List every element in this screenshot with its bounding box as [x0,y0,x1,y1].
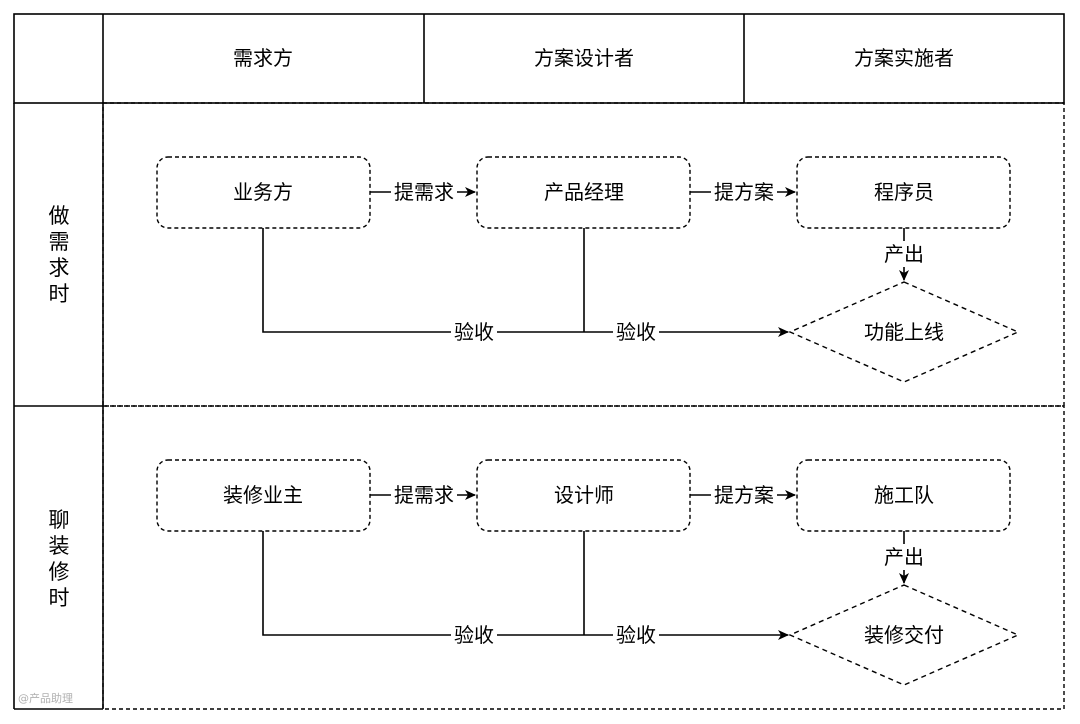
outcome-label: 装修交付 [864,623,944,647]
edge-accept-left [262,531,584,636]
node-label: 产品经理 [544,180,624,204]
node-programmer [796,156,1011,229]
node-label: 业务方 [233,180,293,204]
edge-label-bg [881,544,927,570]
column-header-implementer: 方案实施者 [854,46,954,70]
edge-label-request: 提需求 [394,180,454,204]
lane2-header-char: 装 [49,534,70,558]
edge-label-propose: 提方案 [714,180,774,204]
outcome-diamond [788,281,1020,383]
edge-label-propose: 提方案 [714,483,774,507]
edge-label-accept-right: 验收 [616,320,656,344]
node-label: 设计师 [554,483,614,507]
lane1-header-char: 做 [49,204,70,228]
edge-label-bg [881,241,927,267]
edge-label-produce: 产出 [884,242,924,266]
outcome-label: 功能上线 [864,320,944,344]
edge-label-request: 提需求 [394,483,454,507]
lane2-header-char: 聊 [49,508,70,532]
edge-label-bg [451,319,497,345]
node-label: 装修业主 [223,483,303,507]
edge-label-bg [711,482,777,508]
edge-label-bg [391,482,457,508]
edge-label-bg [711,179,777,205]
column-header-demander: 需求方 [233,46,293,70]
lane1-header-char: 时 [49,282,70,306]
edge-label-bg [451,622,497,648]
node-label: 程序员 [874,180,934,204]
edge-label-produce: 产出 [884,545,924,569]
edge-label-accept-left: 验收 [454,623,494,647]
edge-label-accept-left: 验收 [454,320,494,344]
edge-label-bg [613,319,659,345]
node-label: 施工队 [874,483,934,507]
edge-label-bg [613,622,659,648]
lane-body-2 [102,405,1065,710]
lane-body-1 [102,102,1065,407]
edge-accept-left [262,228,584,333]
lane1-header-char: 求 [49,256,70,280]
edge-label-bg [391,179,457,205]
watermark: @产品助理 [18,691,73,705]
lane2-header-char: 修 [49,560,70,584]
lane2-header-char: 时 [49,586,70,610]
column-header-designer: 方案设计者 [534,46,634,70]
edge-label-accept-right: 验收 [616,623,656,647]
lane1-header-char: 需 [49,230,70,254]
outcome-diamond [788,584,1020,686]
node-construction-team [796,459,1011,532]
